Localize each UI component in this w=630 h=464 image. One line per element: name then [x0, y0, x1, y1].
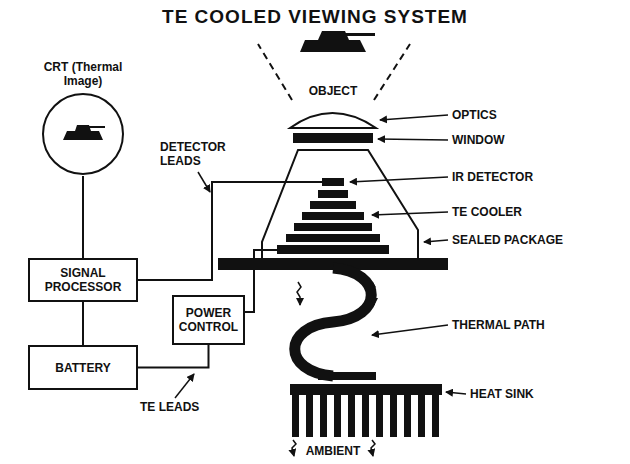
box-label: POWER CONTROL	[179, 306, 238, 334]
thermal-path	[295, 268, 372, 376]
battery-box: BATTERY	[28, 345, 138, 390]
connector-line	[82, 176, 84, 258]
connector-line	[138, 345, 209, 368]
ir-detector	[322, 178, 344, 186]
optics-lens	[290, 113, 376, 128]
view-line	[374, 44, 410, 100]
sealed-package	[262, 150, 418, 260]
tank-object	[300, 31, 375, 52]
wire-label: DETECTOR LEADS	[160, 140, 232, 168]
heat-sink-fins	[292, 395, 442, 437]
part-label: HEAT SINK	[470, 387, 534, 401]
object-label: OBJECT	[309, 84, 358, 98]
crt-display: CRT (Thermal Image)	[35, 60, 131, 176]
process-box: SIGNAL PROCESSOR	[28, 258, 138, 302]
view-line	[258, 44, 292, 100]
window	[293, 133, 373, 143]
box-label: SIGNAL PROCESSOR	[35, 266, 131, 294]
diagram-title: TE COOLED VIEWING SYSTEM	[0, 6, 630, 28]
part-label: OPTICS	[452, 108, 497, 122]
crt-circle	[41, 92, 125, 176]
heat-flow-arrow	[292, 282, 375, 456]
connector-line	[82, 302, 84, 345]
te-cooler	[277, 190, 389, 254]
thermal-path-foot	[318, 372, 376, 380]
part-label: WINDOW	[452, 133, 505, 147]
heat-sink	[290, 384, 442, 395]
part-label: TE COOLER	[452, 205, 522, 219]
te-leads	[245, 250, 277, 312]
wire-label: TE LEADS	[140, 400, 199, 414]
part-label: THERMAL PATH	[452, 318, 545, 332]
box-label: BATTERY	[55, 361, 110, 375]
leader-arrow	[175, 115, 466, 398]
part-label: SEALED PACKAGE	[452, 233, 563, 247]
process-box: POWER CONTROL	[172, 295, 245, 345]
detector-leads	[138, 182, 322, 280]
part-label: IR DETECTOR	[452, 170, 533, 184]
ambient-label: AMBIENT	[306, 444, 361, 458]
crt-caption: CRT (Thermal Image)	[35, 60, 131, 88]
